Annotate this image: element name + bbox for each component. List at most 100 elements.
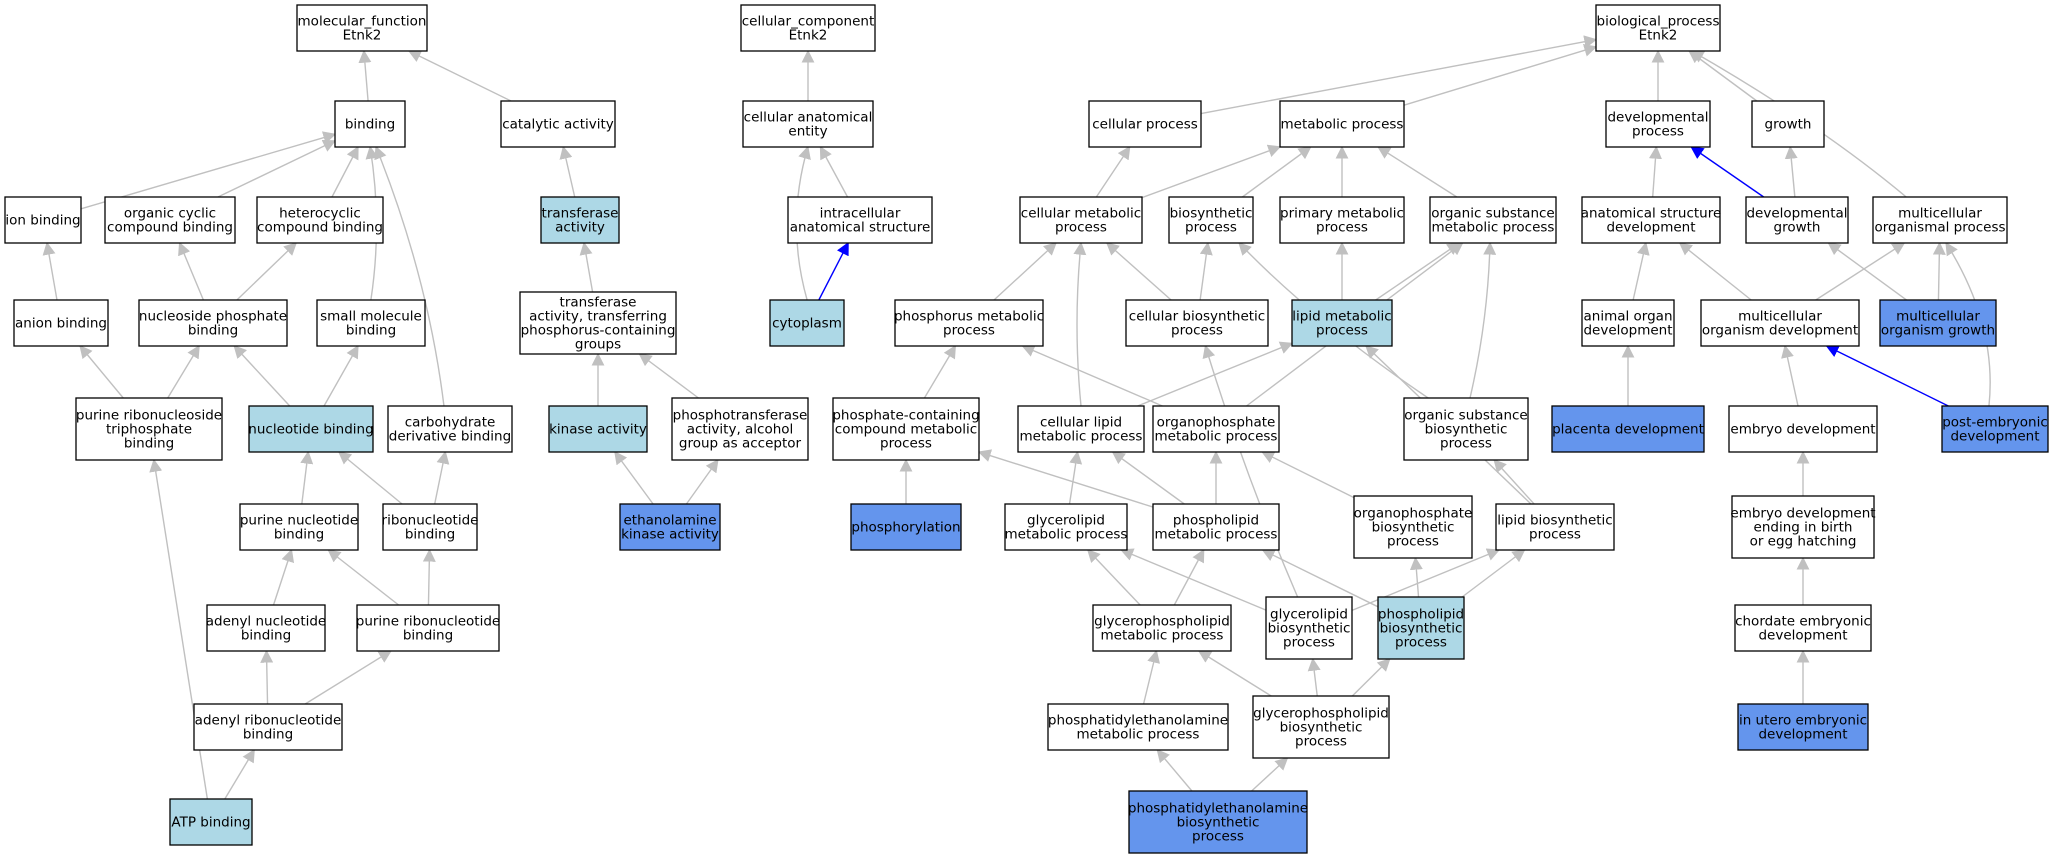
node-phosphorylation[interactable]: phosphorylation xyxy=(850,503,962,551)
node-box xyxy=(1152,503,1280,551)
node-label-line: process xyxy=(1316,220,1368,236)
node-box xyxy=(1551,405,1705,453)
node-label-line: multicellular xyxy=(1898,206,1982,222)
node-label-line: glycerolipid xyxy=(1027,513,1105,529)
node-label-line: organophosphate xyxy=(1354,506,1473,522)
node-pebp[interactable]: phosphatidylethanolaminebiosyntheticproc… xyxy=(1128,790,1308,854)
edge-ethkin-to-phosphotrans xyxy=(685,458,719,505)
node-box xyxy=(104,196,236,244)
node-metproc[interactable]: metabolic process xyxy=(1279,100,1405,148)
node-box xyxy=(1168,196,1254,244)
node-label-line: triphosphate xyxy=(106,422,192,438)
node-ionbind[interactable]: ion binding xyxy=(4,196,82,244)
node-label-line: catalytic activity xyxy=(502,117,614,133)
node-box xyxy=(296,4,428,52)
edge-atp-to-prtb xyxy=(149,458,209,800)
node-growth[interactable]: growth xyxy=(1751,100,1825,148)
node-label-line: process xyxy=(1295,734,1347,750)
edge-cellproc-to-bp xyxy=(1200,35,1598,115)
edge-atp-to-adenylribo xyxy=(224,748,255,800)
node-label-line: cellular biosynthetic xyxy=(1129,309,1265,325)
node-label-line: ion binding xyxy=(5,213,80,229)
node-label-line: ATP binding xyxy=(171,815,250,831)
node-label-line: glycerophospholipid xyxy=(1253,706,1389,722)
edge-devgrowth-to-growth xyxy=(1784,145,1798,198)
node-box xyxy=(548,405,648,453)
node-embryo[interactable]: embryo development xyxy=(1728,405,1878,453)
node-atp[interactable]: ATP binding xyxy=(169,798,253,846)
node-placenta[interactable]: placenta development xyxy=(1551,405,1705,453)
node-catalytic[interactable]: catalytic activity xyxy=(500,100,616,148)
node-label-line: nucleotide binding xyxy=(248,422,373,438)
node-binding[interactable]: binding xyxy=(334,100,406,148)
node-cytoplasm[interactable]: cytoplasm xyxy=(769,299,845,347)
node-label-line: cytoplasm xyxy=(772,316,842,332)
node-label-line: metabolic process xyxy=(1155,527,1278,543)
node-label-line: phosphotransferase xyxy=(673,408,808,424)
node-nucbind[interactable]: nucleotide binding xyxy=(248,405,374,453)
node-label-line: embryo development xyxy=(1730,422,1875,438)
node-label-line: biosynthetic xyxy=(1372,520,1455,536)
node-label-line: purine nucleotide xyxy=(240,513,358,529)
node-label-line: development xyxy=(1758,628,1847,644)
node-kinase[interactable]: kinase activity xyxy=(548,405,648,453)
node-anionbind[interactable]: anion binding xyxy=(13,299,109,347)
node-cellproc[interactable]: cellular process xyxy=(1088,100,1202,148)
edge-osmp-to-metproc xyxy=(1377,146,1458,198)
node-label-line: phosphorus-containing xyxy=(521,323,676,339)
node-box xyxy=(540,196,620,244)
